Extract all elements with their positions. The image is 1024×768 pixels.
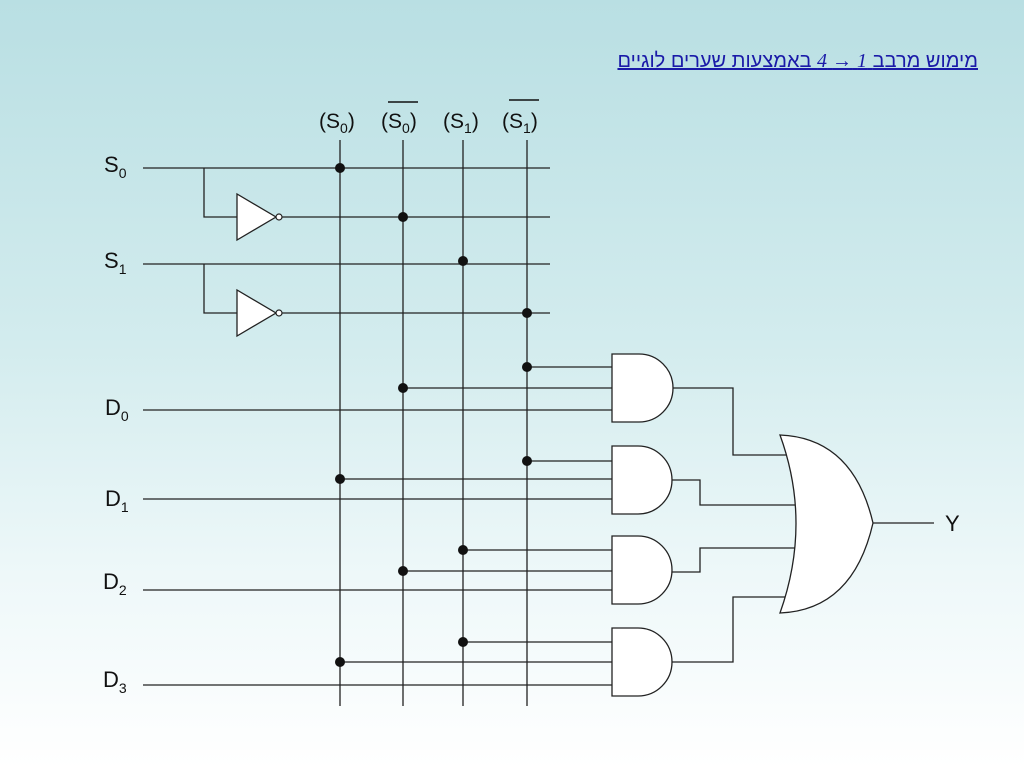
svg-text:(S1): (S1) [443,110,479,136]
input-label-s1: S1 [104,248,127,277]
junction-dot [335,163,345,173]
bus-header-s0-not-base: S [388,110,402,133]
inverter-s1-bubble [275,309,283,317]
input-label-s0: S0 [104,152,127,181]
wire-and2-to-or [672,547,800,573]
svg-text:(S1): (S1) [502,110,538,136]
input-label-d1: D1 [105,486,129,515]
bus-header-s1-base: S [450,110,464,133]
wire-and3-to-or [672,596,796,663]
junction-dot [522,308,532,318]
junction-dot [398,212,408,222]
input-label-d2: D2 [103,569,127,598]
title-arrow: → [832,50,853,72]
title-num-a: 4 [817,50,828,72]
junction-dot [335,657,345,667]
bus-header-s0-sub: 0 [340,120,348,136]
inverter-s0 [236,192,283,242]
bus-header-s1-not-base: S [509,110,523,133]
input-label-d3: D3 [103,667,127,696]
junction-dot [458,545,468,555]
and-gate-1 [611,445,673,515]
junction-dot [398,566,408,576]
junction-dot [522,456,532,466]
bus-header-s0-not: (S0) [381,101,418,136]
bus-header-s1-not: (S1) [502,99,539,136]
junction-dot [335,474,345,484]
bus-header-s0-base: S [326,110,340,133]
slide-title: מימוש מרבב 4 → 1 באמצעות שערים לוגיים [617,50,978,73]
wire-and0-to-or [673,387,796,456]
title-num-b: 1 [857,50,868,72]
bus-header-s1-not-sub: 1 [523,120,531,136]
junction-dot [458,256,468,266]
bus-header-s1: (S1) [443,110,479,136]
title-ratio: 4 → 1 [817,50,867,72]
inverter-s1 [236,288,283,338]
junction-dot [398,383,408,393]
wire-s0-to-inverter [203,168,238,218]
or-gate [779,434,874,614]
bus-header-s0: (S0) [319,110,355,136]
junction-dot [522,362,532,372]
title-text-a: מימוש מרבב [872,50,978,72]
input-label-d0: D0 [105,395,129,424]
wire-and1-to-or [672,479,800,506]
inverter-s0-bubble [275,213,283,221]
svg-text:(S0): (S0) [319,110,355,136]
and-gate-2 [611,535,673,605]
and-gate-3 [611,627,673,697]
title-text-b: באמצעות שערים לוגיים [617,50,812,72]
svg-text:(S0): (S0) [381,110,417,136]
bus-header-s1-sub: 1 [464,120,472,136]
bus-header-s0-not-sub: 0 [402,120,410,136]
output-label-y: Y [945,511,960,536]
and-gate-0 [611,353,674,423]
wire-s1-to-inverter [203,264,238,314]
junction-dot [458,637,468,647]
